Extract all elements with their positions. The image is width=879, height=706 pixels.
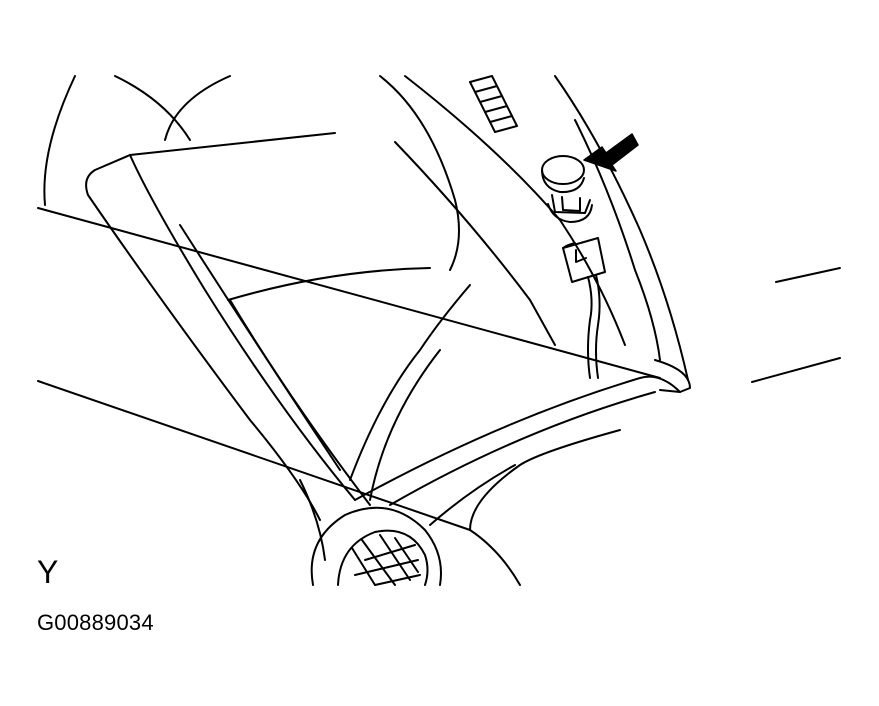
- connector-icon: [563, 238, 605, 378]
- column-inner: [230, 300, 370, 505]
- trim-panel-top: [130, 133, 335, 155]
- cross-line-lower-ext: [470, 530, 520, 585]
- pillar-right-edge: [395, 142, 555, 345]
- dash-lower-edge: [390, 392, 655, 505]
- a-pillar-bottom: [655, 360, 690, 392]
- a-pillar-outer: [555, 76, 688, 380]
- dash-lower-curve: [430, 465, 515, 525]
- cross-line-upper: [38, 208, 660, 378]
- cross-line-lower: [38, 381, 470, 530]
- panel-inner-arc: [115, 76, 190, 140]
- view-label: Y: [37, 554, 59, 590]
- seat-mid-curve: [350, 285, 470, 480]
- panel-upper-arc: [165, 76, 230, 140]
- trim-panel-inner-edge: [130, 155, 355, 500]
- dash-top-edge: [355, 377, 680, 500]
- hub-inner: [338, 531, 428, 585]
- pillar-left-edge: [380, 76, 459, 270]
- column-left: [300, 480, 325, 560]
- pointer-arrow-icon: [584, 134, 638, 171]
- vent-slats: [470, 76, 517, 132]
- column-mid: [180, 225, 340, 470]
- bulb-icon: [542, 156, 592, 222]
- seat-lower-curve: [370, 350, 440, 500]
- panel-outer-arc: [44, 76, 75, 205]
- door-edge-lower: [752, 358, 840, 382]
- figure-id: G00889034: [37, 610, 154, 635]
- trim-panel-outline: [86, 155, 320, 520]
- dash-curve: [470, 430, 620, 530]
- door-edge-upper: [776, 268, 840, 282]
- hub-outer: [312, 508, 441, 585]
- seat-top-line: [228, 268, 430, 300]
- hub-logo-strokes: [352, 535, 420, 585]
